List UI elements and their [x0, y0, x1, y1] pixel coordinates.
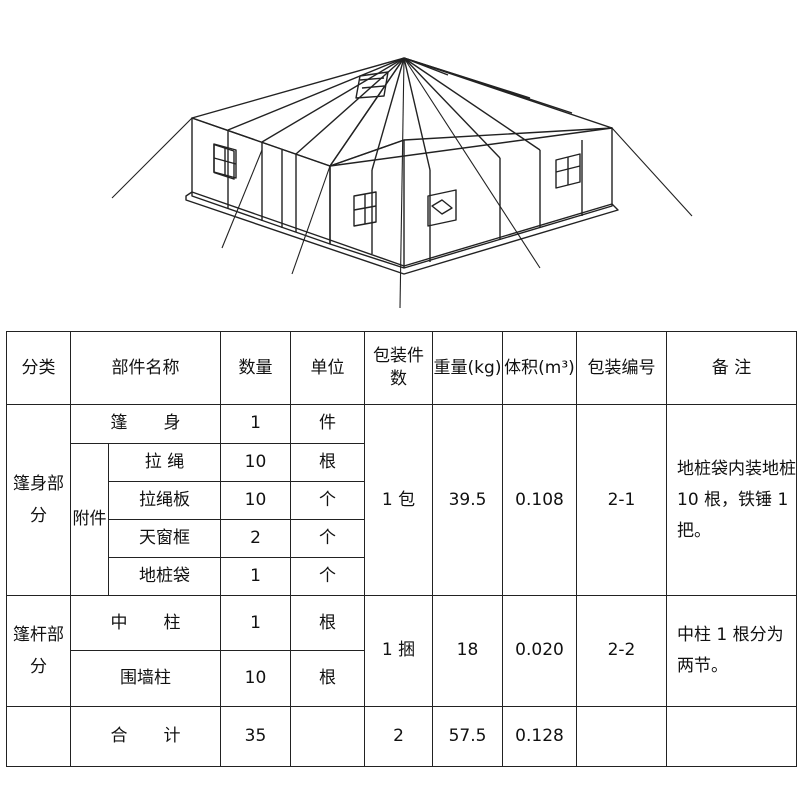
part-name-cell: 拉绳板 — [108, 480, 221, 520]
table-row: 拉绳板 10 个 — [7, 480, 797, 520]
table-row: 天窗框 2 个 — [7, 518, 797, 559]
category-cell: 篷杆部分 — [6, 595, 71, 707]
pack-no-cell: 2-1 — [576, 404, 667, 597]
part-name-cell: 拉 绳 — [108, 442, 221, 482]
table-row: 地桩袋 1 个 — [7, 557, 797, 597]
part-name-cell: 天窗框 — [108, 518, 221, 559]
weight-cell: 39.5 — [432, 404, 503, 597]
guy-ropes — [111, 57, 693, 309]
header-part-name: 部件名称 — [70, 330, 221, 406]
pack-count-cell: 1 捆 — [364, 595, 433, 707]
total-quantity: 35 — [220, 705, 291, 768]
header-pack-no: 包装编号 — [576, 330, 667, 406]
quantity-cell: 10 — [220, 480, 291, 520]
quantity-cell: 2 — [220, 518, 291, 559]
quantity-cell: 1 — [220, 404, 291, 444]
total-remark-cell — [666, 705, 797, 768]
unit-cell: 根 — [290, 650, 365, 707]
tent-wall-right — [329, 127, 613, 269]
accessory-label: 附件 — [70, 442, 109, 597]
unit-cell: 根 — [290, 442, 365, 482]
header-unit: 单位 — [290, 330, 365, 406]
total-weight: 57.5 — [432, 705, 503, 768]
total-label: 合 计 — [70, 705, 221, 768]
total-row: 合 计 35 2 57.5 0.128 — [6, 705, 797, 768]
part-name-cell: 围墙柱 — [70, 650, 221, 707]
tent-base — [185, 191, 619, 275]
tent-illustration — [111, 57, 693, 309]
tent-roof — [191, 57, 613, 171]
header-row: 分类 部件名称 数量 单位 包装件数 重量(kg) 体积(m³) 包装编号 备 … — [6, 330, 797, 406]
total-unit-cell — [290, 705, 365, 768]
header-volume: 体积(m³) — [502, 330, 577, 406]
total-pack-no-cell — [576, 705, 667, 768]
weight-cell: 18 — [432, 595, 503, 707]
header-remark: 备 注 — [666, 330, 797, 406]
part-name-cell: 篷 身 — [70, 404, 221, 444]
unit-cell: 个 — [290, 557, 365, 597]
unit-cell: 个 — [290, 518, 365, 559]
total-category-cell — [6, 705, 71, 768]
quantity-cell: 1 — [220, 595, 291, 652]
quantity-cell: 10 — [220, 650, 291, 707]
unit-cell: 件 — [290, 404, 365, 444]
pack-count-cell: 1 包 — [364, 404, 433, 597]
tent-wall-left — [191, 117, 331, 245]
total-volume: 0.128 — [502, 705, 577, 768]
header-pack-count: 包装件数 — [364, 330, 433, 406]
volume-cell: 0.108 — [502, 404, 577, 597]
table-row: 篷身部分 篷 身 1 件 1 包 39.5 0.108 2-1 地桩袋内装地桩 … — [6, 404, 797, 597]
pack-no-cell: 2-2 — [576, 595, 667, 707]
remark-cell: 地桩袋内装地桩 10 根，铁锤 1 把。 — [666, 404, 797, 597]
skylight — [355, 71, 389, 99]
header-category: 分类 — [6, 330, 71, 406]
part-name-cell: 地桩袋 — [108, 557, 221, 597]
quantity-cell: 10 — [220, 442, 291, 482]
header-quantity: 数量 — [220, 330, 291, 406]
part-name-cell: 中 柱 — [70, 595, 221, 652]
volume-cell: 0.020 — [502, 595, 577, 707]
parts-table: 分类 部件名称 数量 单位 包装件数 重量(kg) 体积(m³) 包装编号 备 … — [6, 330, 797, 768]
header-weight: 重量(kg) — [432, 330, 503, 406]
unit-cell: 根 — [290, 595, 365, 652]
total-pack-count: 2 — [364, 705, 433, 768]
table-row: 篷杆部分 中 柱 1 根 1 捆 18 0.020 2-2 中柱 1 根分为两节… — [6, 595, 797, 707]
unit-cell: 个 — [290, 480, 365, 520]
category-cell: 篷身部分 — [6, 404, 71, 597]
remark-cell: 中柱 1 根分为两节。 — [666, 595, 797, 707]
quantity-cell: 1 — [220, 557, 291, 597]
